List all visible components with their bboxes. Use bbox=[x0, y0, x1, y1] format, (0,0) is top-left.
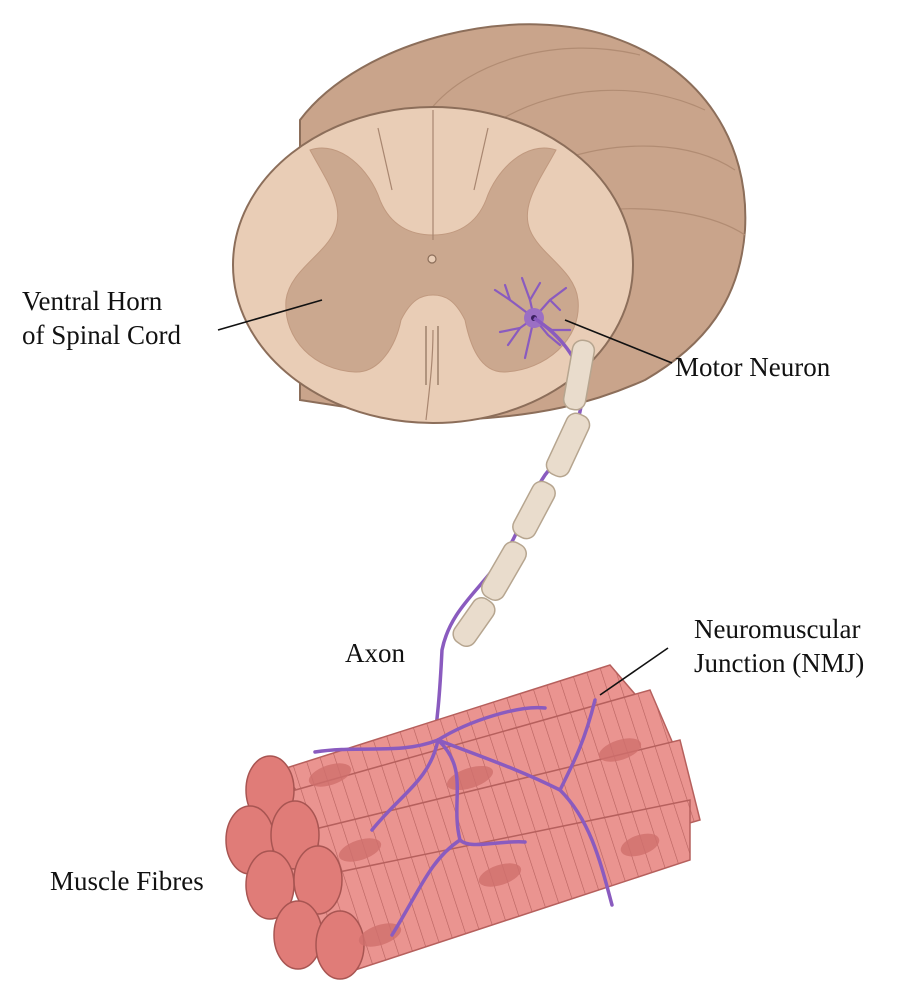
label-nmj: Neuromuscular Junction (NMJ) bbox=[694, 612, 864, 680]
label-nmj-line1: Neuromuscular bbox=[694, 612, 864, 646]
label-axon: Axon bbox=[345, 636, 405, 670]
label-motor-neuron: Motor Neuron bbox=[675, 350, 830, 384]
label-muscle-fibres: Muscle Fibres bbox=[50, 864, 204, 898]
label-ventral-horn-line1: Ventral Horn bbox=[22, 284, 181, 318]
label-nmj-line2: Junction (NMJ) bbox=[694, 646, 864, 680]
muscle-fibres bbox=[226, 665, 700, 979]
central-canal bbox=[428, 255, 436, 263]
spinal-cord bbox=[233, 24, 745, 423]
label-ventral-horn-line2: of Spinal Cord bbox=[22, 318, 181, 352]
label-ventral-horn: Ventral Horn of Spinal Cord bbox=[22, 284, 181, 352]
